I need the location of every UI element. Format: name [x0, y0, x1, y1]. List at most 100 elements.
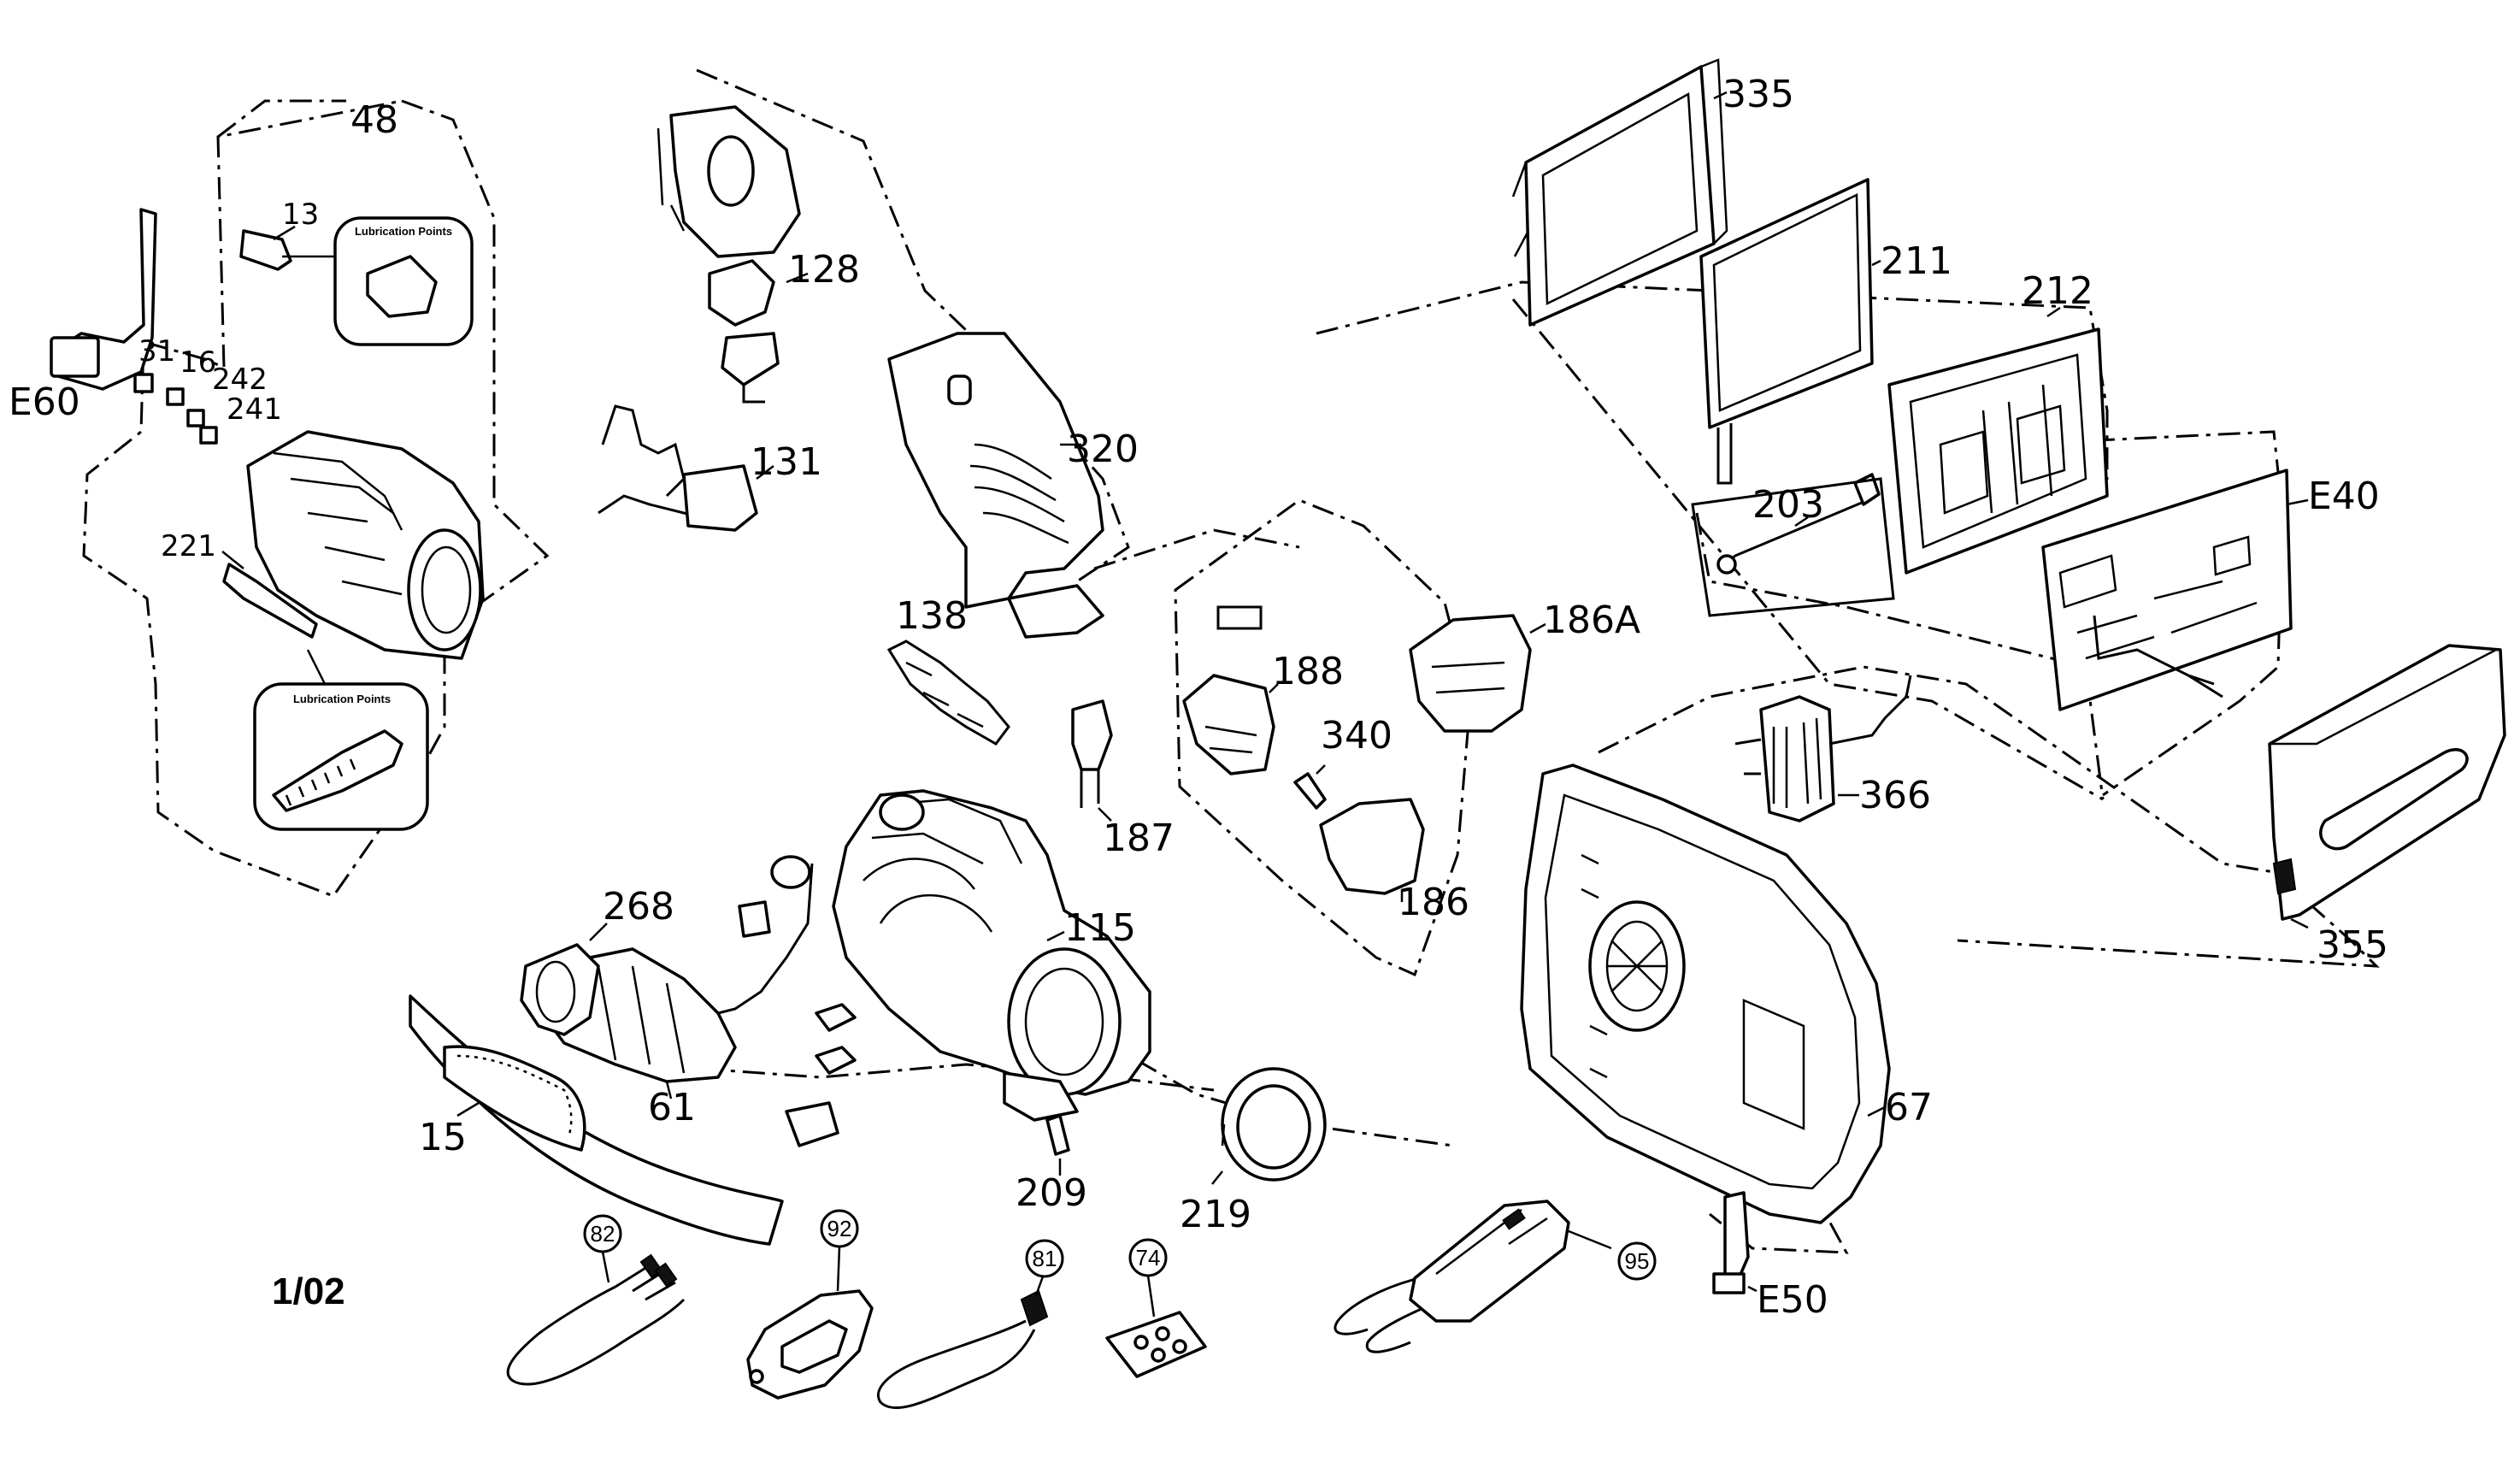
leader-115: [1046, 930, 1065, 942]
callout-16: 16: [180, 345, 216, 380]
callout-212: 212: [2022, 269, 2093, 313]
case-67-speaker-grille: [1607, 940, 1667, 993]
battery-95-strap: [1334, 1276, 1445, 1353]
callout-186: 186: [1398, 881, 1469, 924]
gasket-241: [199, 426, 218, 445]
leader-335: [1713, 91, 1728, 100]
leader-221: [221, 551, 244, 569]
cover-355-body: [2268, 644, 2506, 921]
remote-74-btn-1: [1133, 1335, 1149, 1350]
av-cable-82-plug-b: [654, 1262, 678, 1288]
harness-268-plug: [738, 900, 771, 938]
callout-219: 219: [1180, 1193, 1251, 1236]
bracket-upper-side: [656, 127, 686, 232]
cover-186A-detail: [1431, 661, 1505, 694]
group-48-outline: [82, 99, 550, 898]
callout-67: 67: [1885, 1086, 1933, 1129]
leader-187: [1098, 807, 1112, 822]
callout-268: 268: [603, 885, 674, 929]
leader-e40: [2286, 498, 2309, 506]
cover-355-hinge: [2272, 858, 2297, 895]
callout-366: 366: [1859, 774, 1931, 817]
accessory-74: [1105, 1311, 1207, 1378]
av-cable-82: [506, 1285, 686, 1386]
leader-74: [1146, 1275, 1156, 1318]
group-186-outline: [1174, 498, 1472, 977]
part-128-stem: [742, 385, 765, 404]
case-115-top-detail: [871, 798, 1023, 865]
lubrication-gear-teeth: [285, 758, 356, 806]
callout-242: 242: [212, 363, 268, 397]
callout-115: 115: [1064, 906, 1136, 950]
lcd-panel-211-inner: [1712, 193, 1862, 412]
leader-82: [601, 1251, 610, 1283]
leader-211: [1871, 259, 1881, 267]
board-e40-flex: [2093, 615, 2223, 699]
case-67-ribs: [1581, 853, 1805, 1130]
part-128: [708, 259, 775, 327]
callout-labels: 48 13 31 16 242 241 E60 221 128 131 320 …: [9, 73, 2388, 1322]
flex-e50-body: [1723, 1191, 1750, 1284]
cover-355-top: [2270, 648, 2497, 746]
callout-82: 82: [591, 1221, 615, 1247]
callout-355: 355: [2317, 923, 2388, 967]
accessory-92: [746, 1289, 874, 1400]
circle-81: [1025, 1239, 1064, 1278]
lubrication-part-top: [366, 255, 438, 318]
strap-pad-stitch: [456, 1054, 573, 1138]
remote-74-btn-4: [1172, 1339, 1187, 1354]
harness-268-wire: [717, 863, 814, 1015]
grip-parts: [1182, 605, 1546, 902]
callout-31: 31: [138, 334, 175, 368]
board-e40-traces: [2076, 580, 2258, 660]
group-188-outline: [1093, 528, 1300, 570]
leader-92: [836, 1246, 841, 1292]
battery-95-contact: [1502, 1208, 1526, 1230]
callout-209: 209: [1016, 1171, 1087, 1215]
leader-212: [2046, 306, 2061, 318]
lubrication-label-top: Lubrication Points: [355, 225, 452, 238]
label-plate: [1216, 605, 1263, 630]
cover-355-slot: [2319, 748, 2469, 851]
callout-128: 128: [788, 248, 860, 292]
leader-131: [756, 465, 774, 480]
mechanism-parts: [598, 105, 809, 532]
board-e40-chip-1: [2058, 554, 2117, 609]
eyecup-268-opening: [535, 960, 576, 1023]
callout-61: 61: [648, 1086, 696, 1129]
accessory-81: [877, 1289, 1049, 1410]
flex-e50: [1712, 1191, 1758, 1294]
flex-e50-connector: [1712, 1272, 1746, 1294]
bracket-upper-hole: [707, 135, 755, 207]
callout-203: 203: [1752, 483, 1824, 527]
leader-81: [1034, 1276, 1045, 1296]
board-group-outline: [1695, 512, 2105, 800]
lens-hood-219-inner: [1236, 1084, 1311, 1170]
callout-e60: E60: [9, 380, 80, 424]
case-115-lens-ring-inner: [1024, 967, 1104, 1076]
connector-e60: [50, 336, 100, 378]
lubrication-label-bottom: Lubrication Points: [293, 693, 391, 705]
grip-188: [1182, 674, 1275, 775]
callout-48: 48: [350, 98, 398, 142]
handle-grille: [969, 443, 1069, 545]
rod-221: [222, 563, 318, 639]
leader-340: [1316, 764, 1326, 775]
leader-lube-bottom: [306, 649, 327, 685]
lcd-backplate-212-detail: [1909, 353, 2087, 549]
gasket-242: [186, 409, 205, 427]
rear-group-outline: [1598, 665, 2380, 968]
side-cover-355: [2268, 644, 2506, 929]
board-e40-chip-2: [2212, 535, 2252, 576]
front-group-outline: [1136, 1058, 1454, 1147]
callout-187: 187: [1103, 817, 1175, 860]
harness-268-connector: [770, 855, 811, 889]
part-203-end: [1716, 554, 1737, 575]
lcd-group-outline: [1316, 280, 2109, 497]
leader-355: [2290, 917, 2309, 929]
callout-241: 241: [227, 392, 282, 427]
harness-268: [717, 855, 814, 1015]
case-115-mic: [879, 793, 925, 831]
terminal-366-body: [1759, 695, 1835, 822]
